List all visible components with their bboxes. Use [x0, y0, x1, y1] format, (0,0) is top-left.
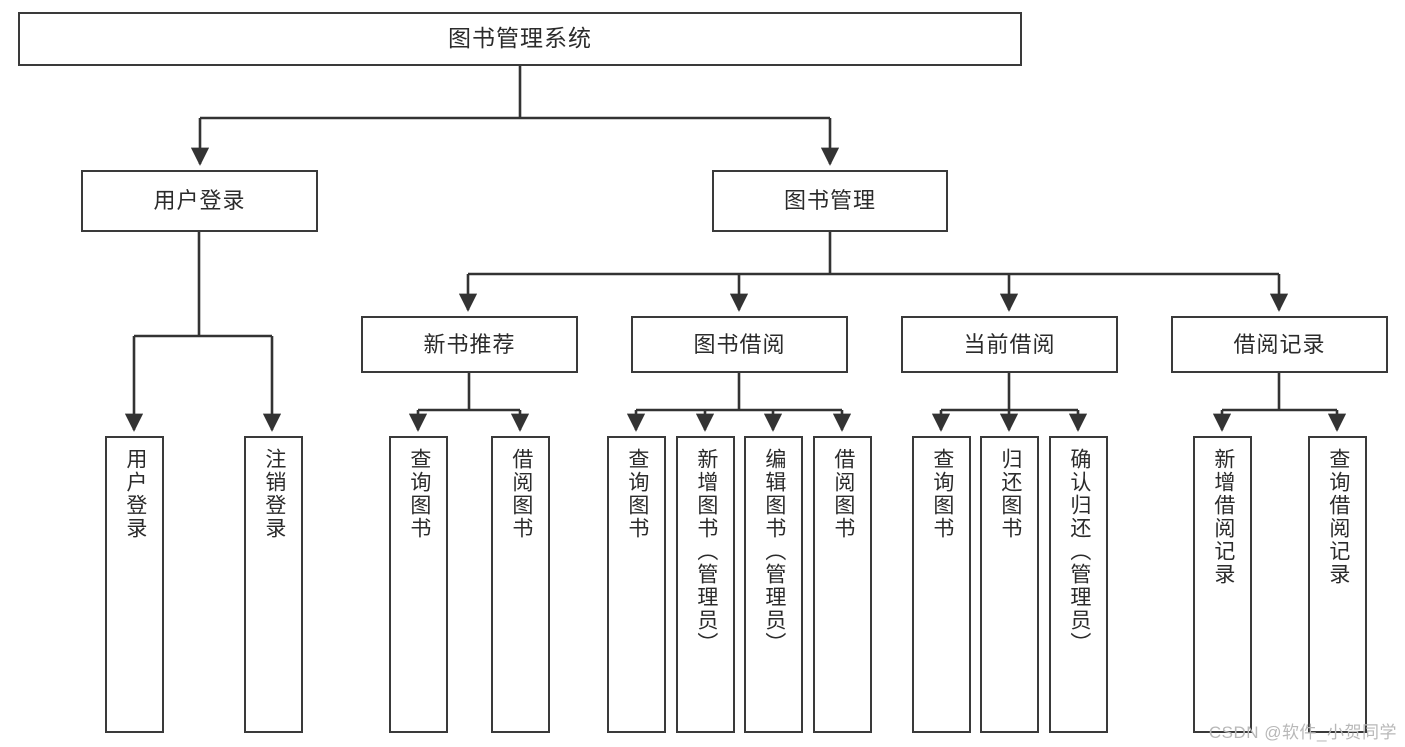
leaf-record-add-borrow-record[interactable]: 新增借阅记录 — [1193, 436, 1252, 733]
leaf-borrow-add-book-admin[interactable]: 新增图书（管理员） — [676, 436, 735, 733]
csdn-watermark: CSDN @软件_小贺同学 — [1208, 723, 1397, 742]
node-book-borrow[interactable]: 图书借阅 — [631, 316, 848, 373]
leaf-label: 注销登录 — [262, 448, 286, 540]
leaf-label: 编辑图书（管理员） — [762, 448, 786, 655]
node-current-borrow[interactable]: 当前借阅 — [901, 316, 1118, 373]
leaf-label: 归还图书 — [998, 448, 1022, 540]
leaf-current-confirm-return-admin[interactable]: 确认归还（管理员） — [1049, 436, 1108, 733]
leaf-user-login-signin[interactable]: 用户登录 — [105, 436, 164, 733]
leaf-new-book-query[interactable]: 查询图书 — [389, 436, 448, 733]
leaf-label: 新增图书（管理员） — [694, 448, 718, 655]
node-new-book-recommend[interactable]: 新书推荐 — [361, 316, 578, 373]
leaf-new-book-borrow[interactable]: 借阅图书 — [491, 436, 550, 733]
node-book-management[interactable]: 图书管理 — [712, 170, 948, 232]
node-user-login[interactable]: 用户登录 — [81, 170, 318, 232]
leaf-label: 确认归还（管理员） — [1067, 448, 1091, 655]
leaf-record-query-borrow-record[interactable]: 查询借阅记录 — [1308, 436, 1367, 733]
node-root-label: 图书管理系统 — [448, 25, 592, 52]
leaf-current-return-book[interactable]: 归还图书 — [980, 436, 1039, 733]
leaf-label: 用户登录 — [123, 448, 147, 540]
node-current-borrow-label: 当前借阅 — [963, 331, 1056, 357]
leaf-label: 借阅图书 — [831, 448, 855, 540]
leaf-label: 查询借阅记录 — [1326, 448, 1350, 586]
leaf-label: 新增借阅记录 — [1211, 448, 1235, 586]
leaf-borrow-query-book[interactable]: 查询图书 — [607, 436, 666, 733]
leaf-label: 查询图书 — [930, 448, 954, 540]
node-book-borrow-label: 图书借阅 — [693, 331, 786, 357]
node-borrow-record-label: 借阅记录 — [1233, 331, 1326, 357]
leaf-label: 查询图书 — [625, 448, 649, 540]
leaf-label: 查询图书 — [407, 448, 431, 540]
node-user-login-label: 用户登录 — [153, 188, 246, 214]
leaf-label: 借阅图书 — [509, 448, 533, 540]
node-borrow-record[interactable]: 借阅记录 — [1171, 316, 1388, 373]
node-book-management-label: 图书管理 — [783, 188, 876, 214]
leaf-borrow-borrow-book[interactable]: 借阅图书 — [813, 436, 872, 733]
leaf-current-query-book[interactable]: 查询图书 — [912, 436, 971, 733]
node-new-book-recommend-label: 新书推荐 — [423, 331, 516, 357]
leaf-borrow-edit-book-admin[interactable]: 编辑图书（管理员） — [744, 436, 803, 733]
node-root-library-system[interactable]: 图书管理系统 — [18, 12, 1022, 66]
leaf-user-login-signout[interactable]: 注销登录 — [244, 436, 303, 733]
